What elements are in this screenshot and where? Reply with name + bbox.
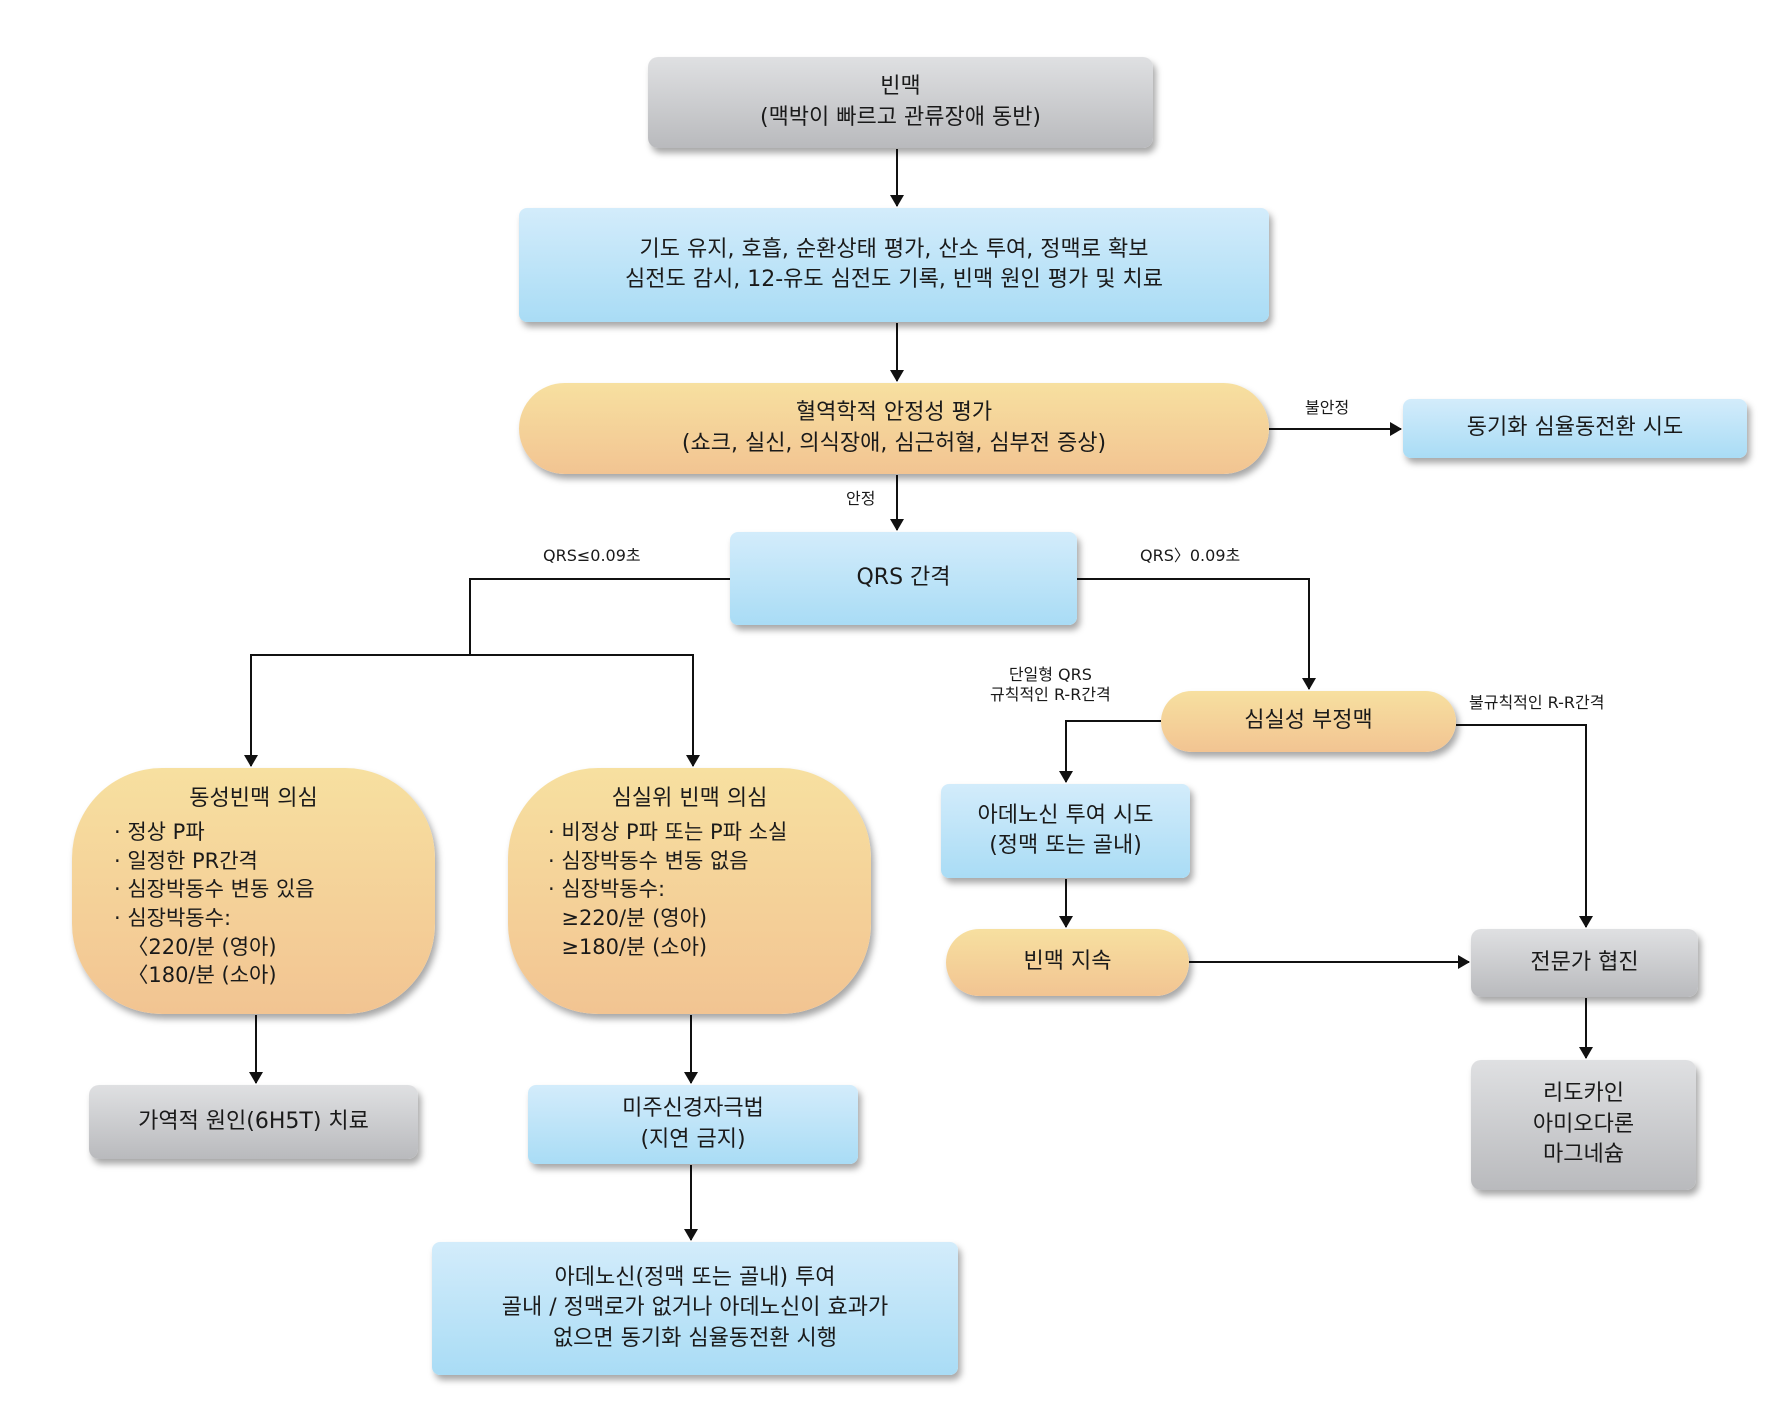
node-title: 동성빈맥 의심	[189, 786, 318, 811]
node-reversible-causes: 가역적 원인(6H5T) 치료	[89, 1085, 418, 1159]
criteria-item: · 일정한 PR간격	[114, 848, 258, 873]
criteria-item: ≥220/분 (영아)	[548, 906, 708, 930]
edge-label-stable: 안정	[846, 489, 876, 508]
edge-label-line: 규칙적인 R-R간격	[990, 685, 1111, 704]
node-text: 리도카인	[1543, 1081, 1624, 1107]
node-qrs-interval: QRS 간격	[730, 532, 1077, 625]
node-text: 골내 / 정맥로가 없거나 아데노신이 효과가	[501, 1295, 889, 1321]
node-vagal-maneuver: 미주신경자극법 (지연 금지)	[528, 1085, 858, 1164]
edge-label-unstable: 불안정	[1305, 398, 1350, 417]
arrow-qrs-wide-to-ventricular	[1077, 578, 1316, 690]
node-supraventricular-tachycardia: 심실위 빈맥 의심 · 비정상 P파 또는 P파 소실 · 심장박동수 변동 없…	[508, 768, 871, 1014]
criteria-item: 〈220/분 (영아)	[114, 934, 277, 959]
node-ventricular-arrhythmia: 심실성 부정맥	[1161, 691, 1456, 752]
node-text: 없으면 동기화 심율동전환 시행	[552, 1325, 838, 1351]
node-synchronized-cardioversion: 동기화 심율동전환 시도	[1403, 399, 1747, 458]
node-text: 아데노신 투여 시도	[977, 802, 1154, 828]
node-text: (지연 금지)	[640, 1126, 746, 1152]
node-text: 전문가 협진	[1530, 949, 1639, 975]
node-text: 가역적 원인(6H5T) 치료	[138, 1108, 369, 1134]
criteria-item: · 정상 P파	[114, 820, 205, 845]
node-text: 혈역학적 안정성 평가	[795, 400, 993, 426]
node-text: 아데노신(정맥 또는 골내) 투여	[554, 1264, 836, 1290]
node-text: (정맥 또는 골내)	[989, 833, 1142, 858]
edge-label-qrs-wide: QRS〉0.09초	[1140, 546, 1241, 565]
node-antiarrhythmic-drugs: 리도카인 아미오다론 마그네슘	[1471, 1060, 1696, 1190]
criteria-item: 〈180/분 (소아)	[114, 963, 277, 988]
criteria-item: · 심장박동수:	[548, 877, 666, 902]
node-title: 심실위 빈맥 의심	[611, 786, 768, 811]
criteria-item: · 비정상 P파 또는 P파 소실	[548, 820, 788, 845]
node-persistent-tachycardia: 빈맥 지속	[946, 929, 1189, 996]
node-specialist-consult: 전문가 협진	[1471, 929, 1698, 997]
node-text: 빈맥 지속	[1023, 949, 1112, 975]
criteria-list: · 비정상 P파 또는 P파 소실 · 심장박동수 변동 없음 · 심장박동수:…	[548, 818, 787, 961]
node-text: 심전도 감시, 12-유도 심전도 기록, 빈맥 원인 평가 및 치료	[625, 267, 1163, 292]
node-text: 아미오다론	[1532, 1111, 1635, 1137]
criteria-item: · 심장박동수:	[114, 906, 232, 930]
node-text: QRS 간격	[856, 565, 951, 591]
arrow-to-sinus	[244, 654, 470, 767]
node-text: 심실성 부정맥	[1244, 708, 1373, 734]
arrow-ventricular-to-adenosine	[1059, 720, 1161, 783]
arrow-ventricular-to-specialist	[1456, 724, 1593, 928]
node-adenosine-final: 아데노신(정맥 또는 골내) 투여 골내 / 정맥로가 없거나 아데노신이 효과…	[432, 1242, 958, 1375]
edge-label-line: 단일형 QRS	[1008, 665, 1092, 684]
node-text: 미주신경자극법	[622, 1096, 764, 1122]
node-text: 동기화 심율동전환 시도	[1466, 415, 1684, 441]
node-text: 빈맥	[880, 74, 921, 100]
node-initial-care: 기도 유지, 호흡, 순환상태 평가, 산소 투여, 정맥로 확보 심전도 감시…	[519, 208, 1269, 322]
node-sinus-tachycardia: 동성빈맥 의심 · 정상 P파 · 일정한 PR간격 · 심장박동수 변동 있음…	[72, 768, 435, 1014]
criteria-list: · 정상 P파 · 일정한 PR간격 · 심장박동수 변동 있음 · 심장박동수…	[114, 818, 315, 989]
edge-label-qrs-narrow: QRS≤0.09초	[543, 546, 641, 565]
node-tachycardia: 빈맥 (맥박이 빠르고 관류장애 동반)	[648, 57, 1153, 148]
node-text: 마그네슘	[1543, 1142, 1624, 1168]
node-adenosine-attempt: 아데노신 투여 시도 (정맥 또는 골내)	[941, 784, 1190, 878]
criteria-item: · 심장박동수 변동 있음	[114, 877, 315, 902]
edge-label-monomorphic: 단일형 QRS 규칙적인 R-R간격	[990, 665, 1111, 705]
node-text: (맥박이 빠르고 관류장애 동반)	[759, 104, 1042, 130]
edge-label-irregular: 불규칙적인 R-R간격	[1469, 693, 1605, 712]
node-stability-assessment: 혈역학적 안정성 평가 (쇼크, 실신, 의식장애, 심근허혈, 심부전 증상)	[519, 383, 1269, 474]
line-qrs-narrow	[469, 578, 730, 655]
criteria-item: · 심장박동수 변동 없음	[548, 848, 749, 873]
criteria-item: ≥180/분 (소아)	[548, 934, 708, 959]
node-text: (쇼크, 실신, 의식장애, 심근허혈, 심부전 증상)	[681, 430, 1107, 456]
node-text: 기도 유지, 호흡, 순환상태 평가, 산소 투여, 정맥로 확보	[639, 236, 1149, 262]
arrow-to-svt	[470, 654, 700, 767]
